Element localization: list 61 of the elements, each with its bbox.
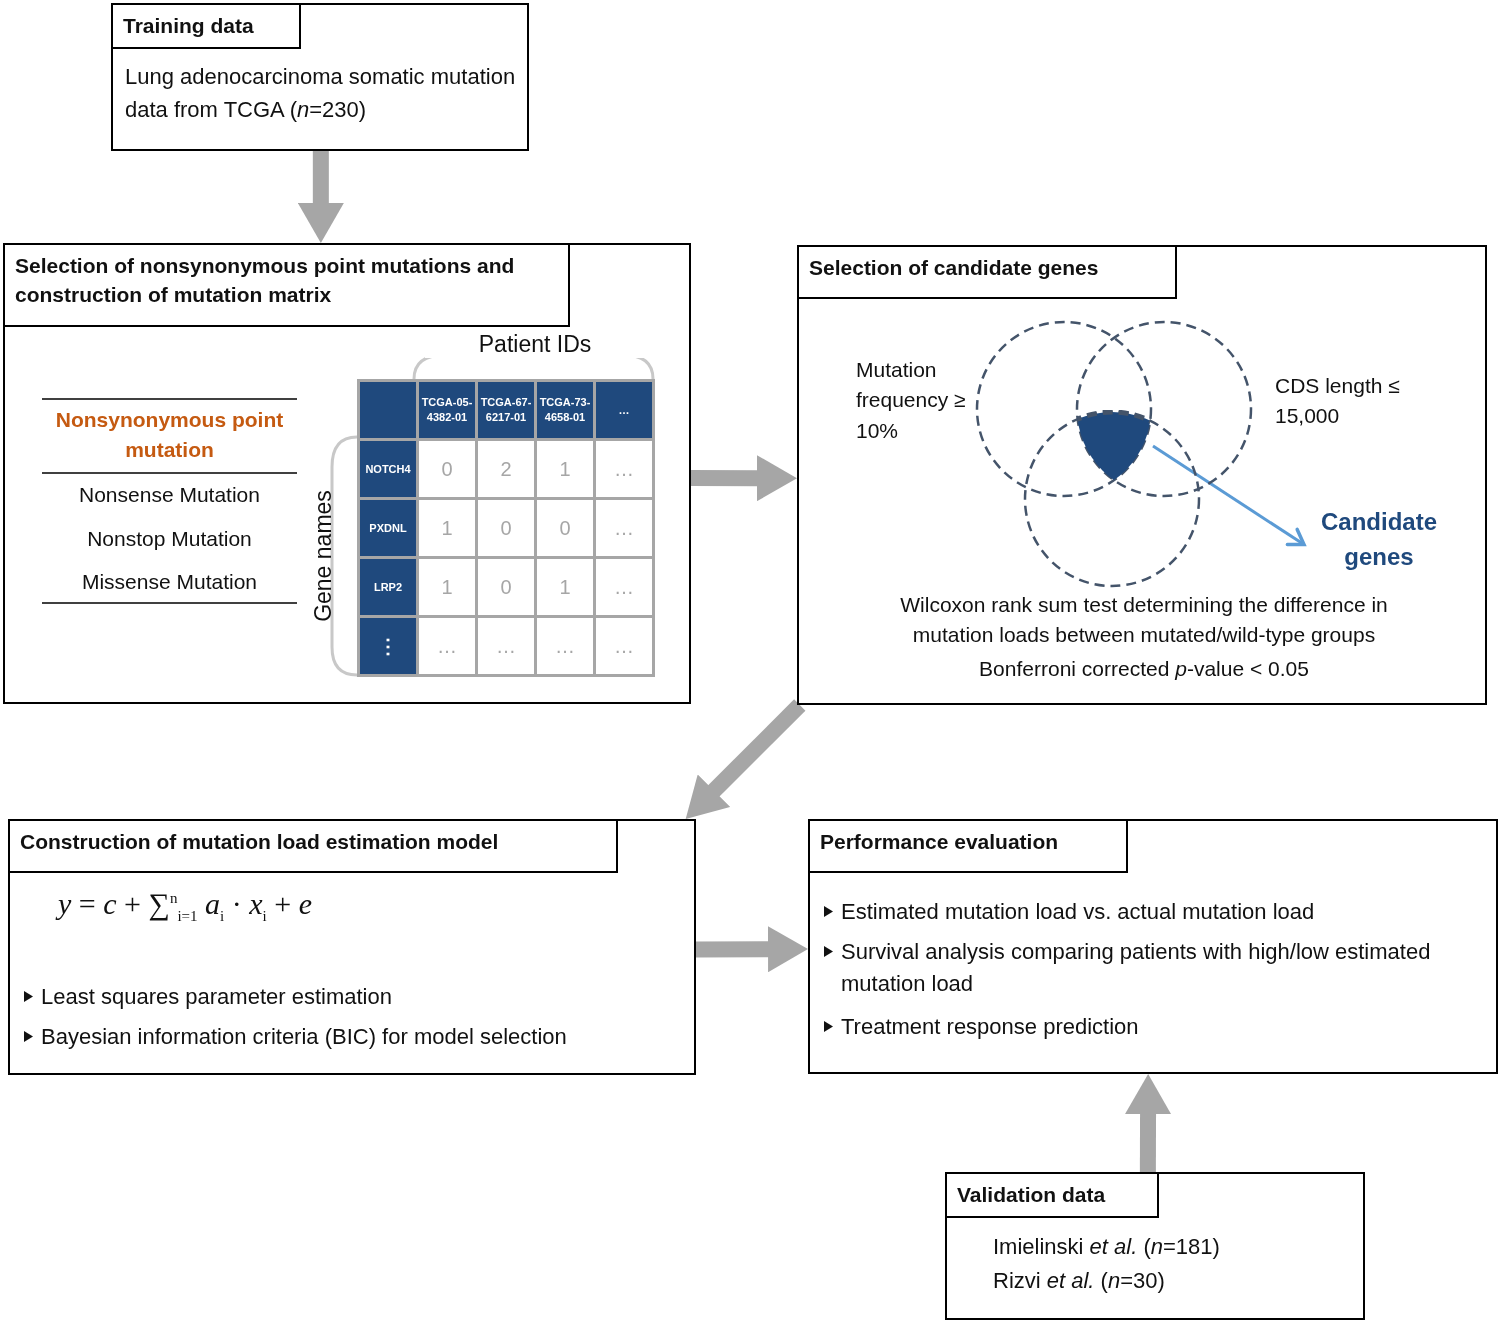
table-value: … [596, 559, 652, 615]
table-value: 1 [419, 559, 475, 615]
criterion-label: CDS length ≤ 15,000 [1275, 373, 1401, 430]
table-value: 1 [419, 500, 475, 556]
bullet-text: Bayesian information criteria (BIC) for model selection [41, 1023, 567, 1051]
result-label: Candidate genes [1304, 505, 1454, 577]
criterion-label: Mutation frequency ≥ 10% [856, 357, 967, 444]
step-box [8, 819, 696, 1075]
step-box [945, 1172, 1365, 1320]
arrow [1152, 444, 1306, 547]
section-heading: Training data [113, 5, 301, 49]
table-value: 1 [537, 441, 593, 497]
row-header: ⋮ [360, 618, 416, 674]
row-header: PXDNL [360, 500, 416, 556]
bullet-text: Estimated mutation load vs. actual mutation load [841, 898, 1315, 926]
mutation-type: Missense Mutation [80, 570, 259, 594]
table-value: … [596, 500, 652, 556]
arrow [685, 699, 806, 819]
bullet-text: Survival analysis comparing patients with high/low estimated mutation load [841, 938, 1432, 998]
table-value: … [596, 441, 652, 497]
bullet-text: Least squares parameter estimation [41, 983, 392, 1011]
venn-intersection [1075, 410, 1153, 482]
axis-title: Gene names [309, 489, 337, 624]
axis-title: Patient IDs [425, 331, 645, 358]
table-value: 1 [537, 559, 593, 615]
row-header: NOTCH4 [360, 441, 416, 497]
table-value: 0 [478, 559, 534, 615]
table-value: 0 [537, 500, 593, 556]
arrow [691, 455, 797, 502]
body-text: Rizvi et al. (n=30) [993, 1267, 1166, 1295]
column-header: … [596, 382, 652, 438]
column-header: TCGA-05-4382-01 [419, 382, 475, 438]
section-heading: Selection of candidate genes [799, 247, 1177, 299]
mutation-type: Nonsense Mutation [78, 483, 261, 507]
table-value: 2 [478, 441, 534, 497]
table-value: 0 [419, 441, 475, 497]
body-text: Imielinski et al. (n=181) [993, 1233, 1221, 1261]
bullet-text: Treatment response prediction [841, 1013, 1139, 1041]
row-header: LRP2 [360, 559, 416, 615]
step-box [808, 819, 1498, 1074]
method-note: Bonferroni corrected p-value < 0.05 [978, 656, 1310, 682]
table-value: 0 [478, 500, 534, 556]
category-heading: Nonsynonymous point mutation [54, 407, 285, 464]
column-header: TCGA-73-4658-01 [537, 382, 593, 438]
table-value: … [478, 618, 534, 674]
table-value: … [537, 618, 593, 674]
step-box [111, 3, 529, 151]
arrow [1125, 1074, 1172, 1173]
arrow [297, 151, 344, 243]
step-box [797, 245, 1487, 705]
table-value: … [596, 618, 652, 674]
table-value: … [419, 618, 475, 674]
body-text: Lung adenocarcinoma somatic mutation data from TCGA (n=230) [125, 63, 517, 124]
section-heading: Performance evaluation [810, 821, 1128, 873]
column-header: TCGA-67-6217-01 [478, 382, 534, 438]
step-box [3, 243, 691, 704]
section-heading: Selection of nonsynonymous point mutations and construction of mutation matrix [5, 245, 570, 327]
arrow [695, 926, 808, 973]
mutation-type: Nonstop Mutation [86, 527, 253, 551]
section-heading: Construction of mutation load estimation model [10, 821, 618, 873]
section-heading: Validation data [947, 1174, 1159, 1218]
